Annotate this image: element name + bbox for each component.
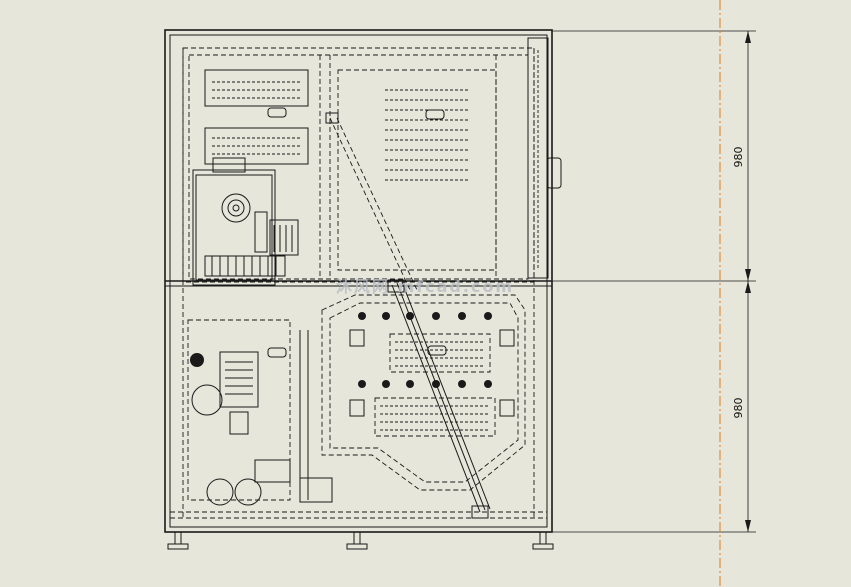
door-handle: [527, 37, 562, 279]
valve-row-top: [358, 312, 492, 320]
dimension-lines: [552, 30, 756, 533]
dimension-upper-label: 980: [732, 147, 745, 168]
machine-feet: [167, 531, 554, 550]
lower-left-equipment: [187, 319, 333, 506]
screw-conveyor: [325, 112, 491, 519]
vent-slots: [385, 89, 470, 181]
valve-row-middle: [358, 380, 492, 388]
dimension-lower-label: 980: [732, 398, 745, 419]
watermark-text: 沐风网 mfcad.com: [336, 277, 514, 296]
pump-assembly: [192, 157, 299, 286]
lower-tank: [321, 294, 526, 491]
upper-left-panel: [204, 69, 309, 165]
upper-right-panel: [319, 55, 497, 279]
